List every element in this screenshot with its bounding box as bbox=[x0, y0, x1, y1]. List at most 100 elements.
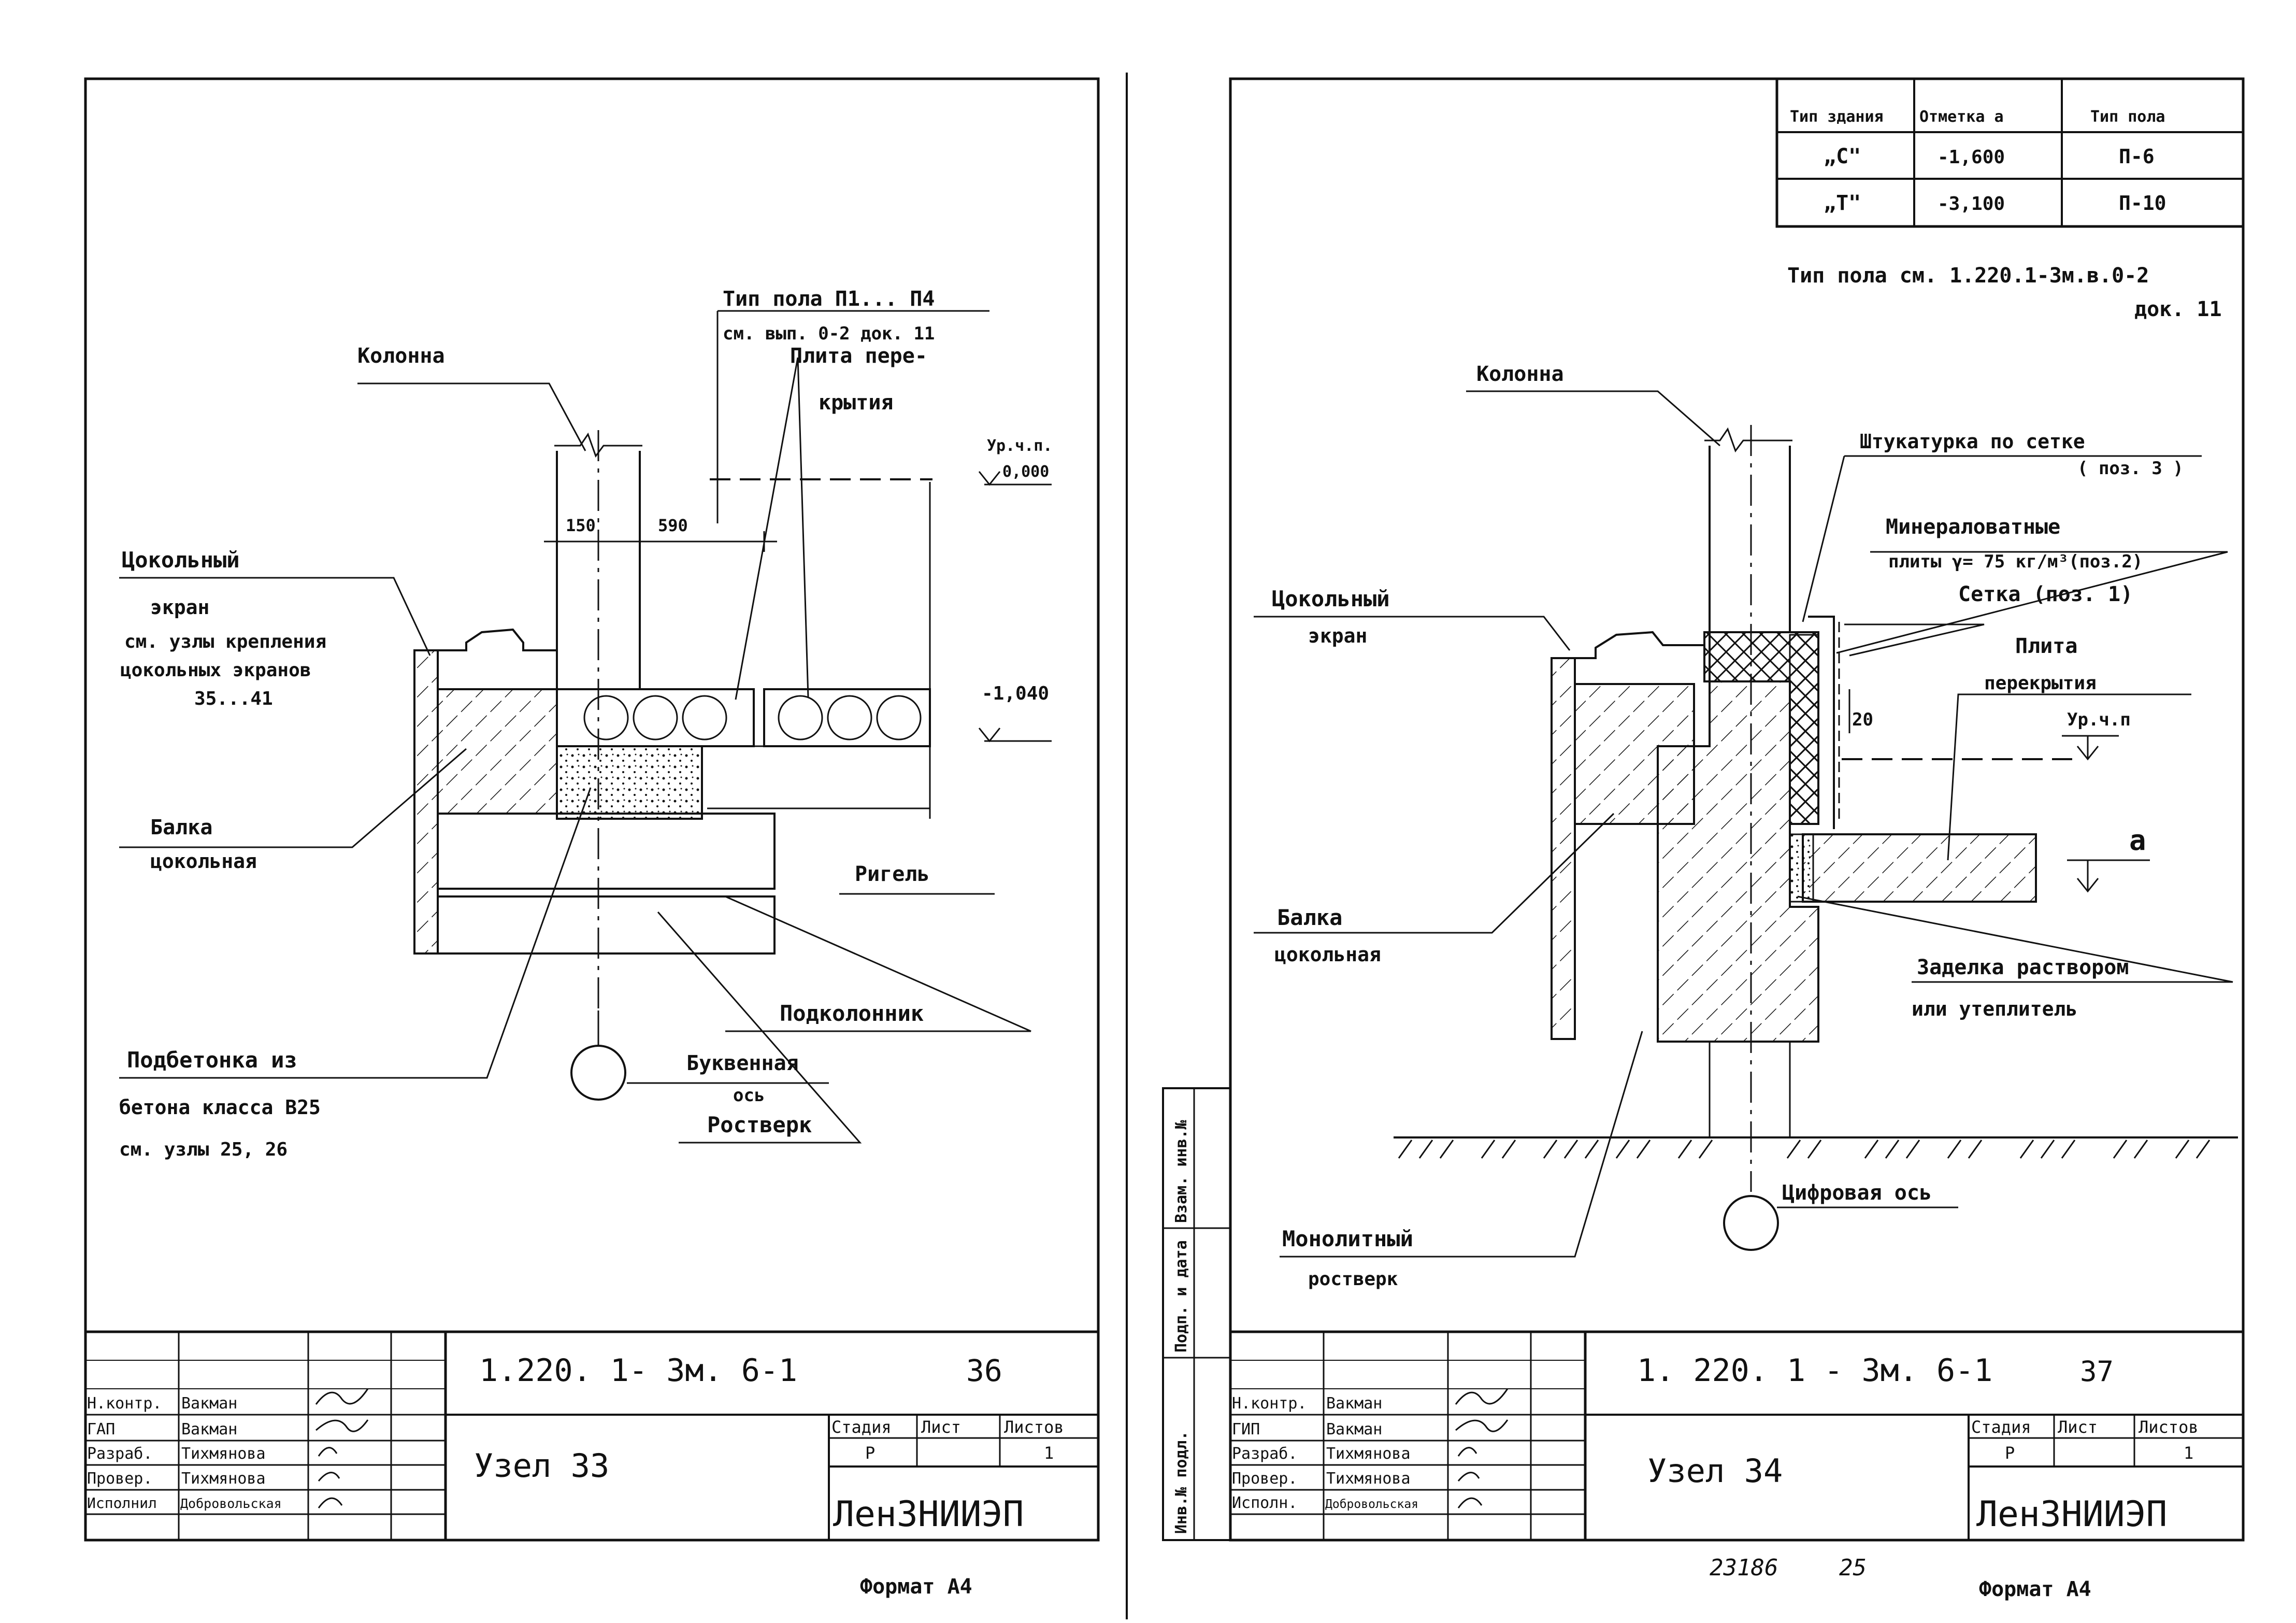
r-tb-sheets-h: Листов bbox=[2139, 1417, 2199, 1437]
tb-stage: Р bbox=[865, 1443, 875, 1463]
r-tb-org: ЛенЗНИИЭП bbox=[1976, 1494, 2167, 1535]
r-label-beam: Балка bbox=[1277, 905, 1342, 930]
tb-sheet-h: Лист bbox=[921, 1417, 961, 1437]
tb-format: Формат А4 bbox=[860, 1575, 972, 1599]
r-label-slab: Плита bbox=[2015, 634, 2077, 658]
r-label-slab-2: перекрытия bbox=[1984, 673, 2097, 694]
table-row0-type: „С" bbox=[1824, 145, 1861, 168]
table-row0-floor: П-6 bbox=[2119, 145, 2155, 168]
r-label-mark-a: а bbox=[2129, 824, 2146, 857]
label-floor-type: Тип пола П1... П4 bbox=[723, 287, 935, 311]
type-table: Тип здания Отметка а Тип пола „С" -1,600… bbox=[1775, 77, 2245, 228]
r-label-beam-2: цокольная bbox=[1274, 943, 1381, 966]
r-label-mortar-2: или утеплитель bbox=[1912, 998, 2077, 1020]
table-header-mark: Отметка а bbox=[1919, 108, 2004, 126]
label-level-value: 0,000 bbox=[1002, 463, 1049, 481]
r-label-plaster: Штукатурка по сетке bbox=[1860, 430, 2085, 453]
label-concrete: Подбетонка из bbox=[127, 1047, 297, 1073]
r-tb-stage-h: Стадия bbox=[1971, 1417, 2031, 1437]
r-label-plinth-screen: Цокольный bbox=[1272, 586, 1390, 611]
r-tb-sheets: 1 bbox=[2184, 1443, 2193, 1463]
r-tb-archive-sheet: 25 bbox=[1839, 1555, 1867, 1581]
r-tb-name-1: Вакман bbox=[1326, 1420, 1382, 1439]
label-plinth-screen-3: см. узлы крепления bbox=[124, 631, 326, 652]
table-row0-mark: -1,600 bbox=[1938, 147, 2005, 168]
signature-icon bbox=[315, 1388, 369, 1508]
right-sheet: Взам. инв.№ Подп. и дата Инв.№ подл. Тип… bbox=[1162, 77, 2245, 1601]
tb-sheet-no: 36 bbox=[966, 1353, 1002, 1388]
r-label-floor-doc: док. 11 bbox=[2134, 297, 2222, 321]
left-concrete-block bbox=[556, 745, 703, 820]
r-tb-role-4: Исполн. bbox=[1232, 1494, 1297, 1512]
label-dim-150: 150 bbox=[566, 516, 596, 535]
stamp-replace: Взам. инв.№ bbox=[1172, 1119, 1190, 1223]
tb-org: ЛенЗНИИЭП bbox=[833, 1494, 1024, 1535]
r-tb-code: 1. 220. 1 - 3м. 6-1 bbox=[1637, 1352, 1992, 1389]
tb-name-0: Вакман bbox=[181, 1394, 237, 1413]
tb-name-4: Добровольская bbox=[180, 1496, 282, 1511]
r-label-level: Ур.ч.п bbox=[2067, 709, 2131, 730]
table-row1-floor: П-10 bbox=[2119, 192, 2166, 215]
r-label-mineral: Минераловатные bbox=[1886, 515, 2060, 539]
label-column: Колонна bbox=[357, 344, 445, 368]
label-dim-590: 590 bbox=[658, 516, 688, 535]
label-letter-axis: Буквенная bbox=[686, 1051, 799, 1075]
r-label-plinth-screen-2: экран bbox=[1308, 624, 1367, 647]
table-row1-type: „Т" bbox=[1824, 191, 1861, 215]
r-tb-name: Узел 34 bbox=[1647, 1452, 1783, 1490]
label-slab: Плита пере- bbox=[790, 344, 927, 368]
r-label-mesh: Сетка (поз. 1) bbox=[1958, 582, 2133, 606]
r-tb-role-1: ГИП bbox=[1232, 1420, 1260, 1439]
left-title-block: Н.контр. ГАП Разраб. Провер. Исполнил Ва… bbox=[85, 1330, 1098, 1599]
tb-role-0: Н.контр. bbox=[87, 1394, 162, 1413]
tb-name-2: Тихмянова bbox=[181, 1445, 266, 1463]
tb-role-2: Разраб. bbox=[87, 1445, 152, 1463]
label-floor-ref: см. вып. 0-2 док. 11 bbox=[723, 323, 935, 344]
label-girder: Ригель bbox=[855, 862, 930, 886]
label-concrete-2: бетона класса В25 bbox=[119, 1096, 321, 1119]
table-header-building: Тип здания bbox=[1790, 108, 1884, 126]
tb-role-4: Исполнил bbox=[87, 1494, 157, 1512]
r-tb-name-4: Добровольская bbox=[1325, 1498, 1418, 1511]
r-tb-sheet-h: Лист bbox=[2058, 1417, 2098, 1437]
r-label-monolith-2: ростверк bbox=[1308, 1269, 1398, 1290]
label-concrete-3: см. узлы 25, 26 bbox=[119, 1139, 288, 1160]
tb-name-3: Тихмянова bbox=[181, 1470, 266, 1488]
right-structure bbox=[1394, 425, 2238, 1251]
r-label-mortar: Заделка раствором bbox=[1917, 956, 2129, 979]
left-plinth bbox=[413, 628, 776, 955]
label-slab-2: крытия bbox=[819, 391, 894, 415]
r-tb-format: Формат А4 bbox=[1979, 1577, 2091, 1601]
tb-name: Узел 33 bbox=[474, 1447, 609, 1485]
r-label-floor-type: Тип пола см. 1.220.1-3м.в.0-2 bbox=[1787, 264, 2149, 288]
r-tb-archive: 23186 bbox=[1710, 1555, 1778, 1581]
right-title-block: Н.контр. ГИП Разраб. Провер. Исполн. Вак… bbox=[1230, 1330, 2243, 1601]
label-plinth-screen-4: цокольных экранов bbox=[120, 660, 311, 681]
tb-role-1: ГАП bbox=[87, 1420, 115, 1439]
side-stamp: Взам. инв.№ Подп. и дата Инв.№ подл. bbox=[1162, 1087, 1231, 1541]
right-frame bbox=[1229, 77, 2245, 1542]
left-sheet: Тип пола П1... П4 см. вып. 0-2 док. 11 П… bbox=[84, 77, 1100, 1599]
tb-stage-h: Стадия bbox=[831, 1417, 892, 1437]
r-label-column: Колонна bbox=[1476, 362, 1564, 386]
r-tb-name-2: Тихмянова bbox=[1326, 1445, 1411, 1463]
tb-sheets-h: Листов bbox=[1004, 1417, 1064, 1437]
left-slabs bbox=[556, 478, 932, 819]
r-tb-role-3: Провер. bbox=[1232, 1470, 1297, 1488]
r-label-monolith: Монолитный bbox=[1282, 1226, 1413, 1251]
stamp-sign: Подп. и дата bbox=[1172, 1240, 1190, 1352]
label-grillage: Ростверк bbox=[707, 1112, 812, 1137]
label-plinth-screen: Цокольный bbox=[122, 547, 240, 573]
right-leaders bbox=[1254, 390, 2233, 1258]
left-frame bbox=[84, 77, 1100, 1542]
r-label-plaster-2: ( поз. 3 ) bbox=[2077, 458, 2184, 479]
r-tb-role-2: Разраб. bbox=[1232, 1445, 1297, 1463]
label-level: Ур.ч.п. bbox=[987, 437, 1052, 455]
r-tb-role-0: Н.контр. bbox=[1232, 1394, 1307, 1413]
left-labels: Тип пола П1... П4 см. вып. 0-2 док. 11 П… bbox=[119, 287, 1052, 1160]
r-tb-name-0: Вакман bbox=[1326, 1394, 1382, 1413]
r-tb-name-3: Тихмянова bbox=[1326, 1470, 1411, 1488]
label-beam: Балка bbox=[150, 816, 212, 839]
signature-icon bbox=[1455, 1388, 1509, 1508]
